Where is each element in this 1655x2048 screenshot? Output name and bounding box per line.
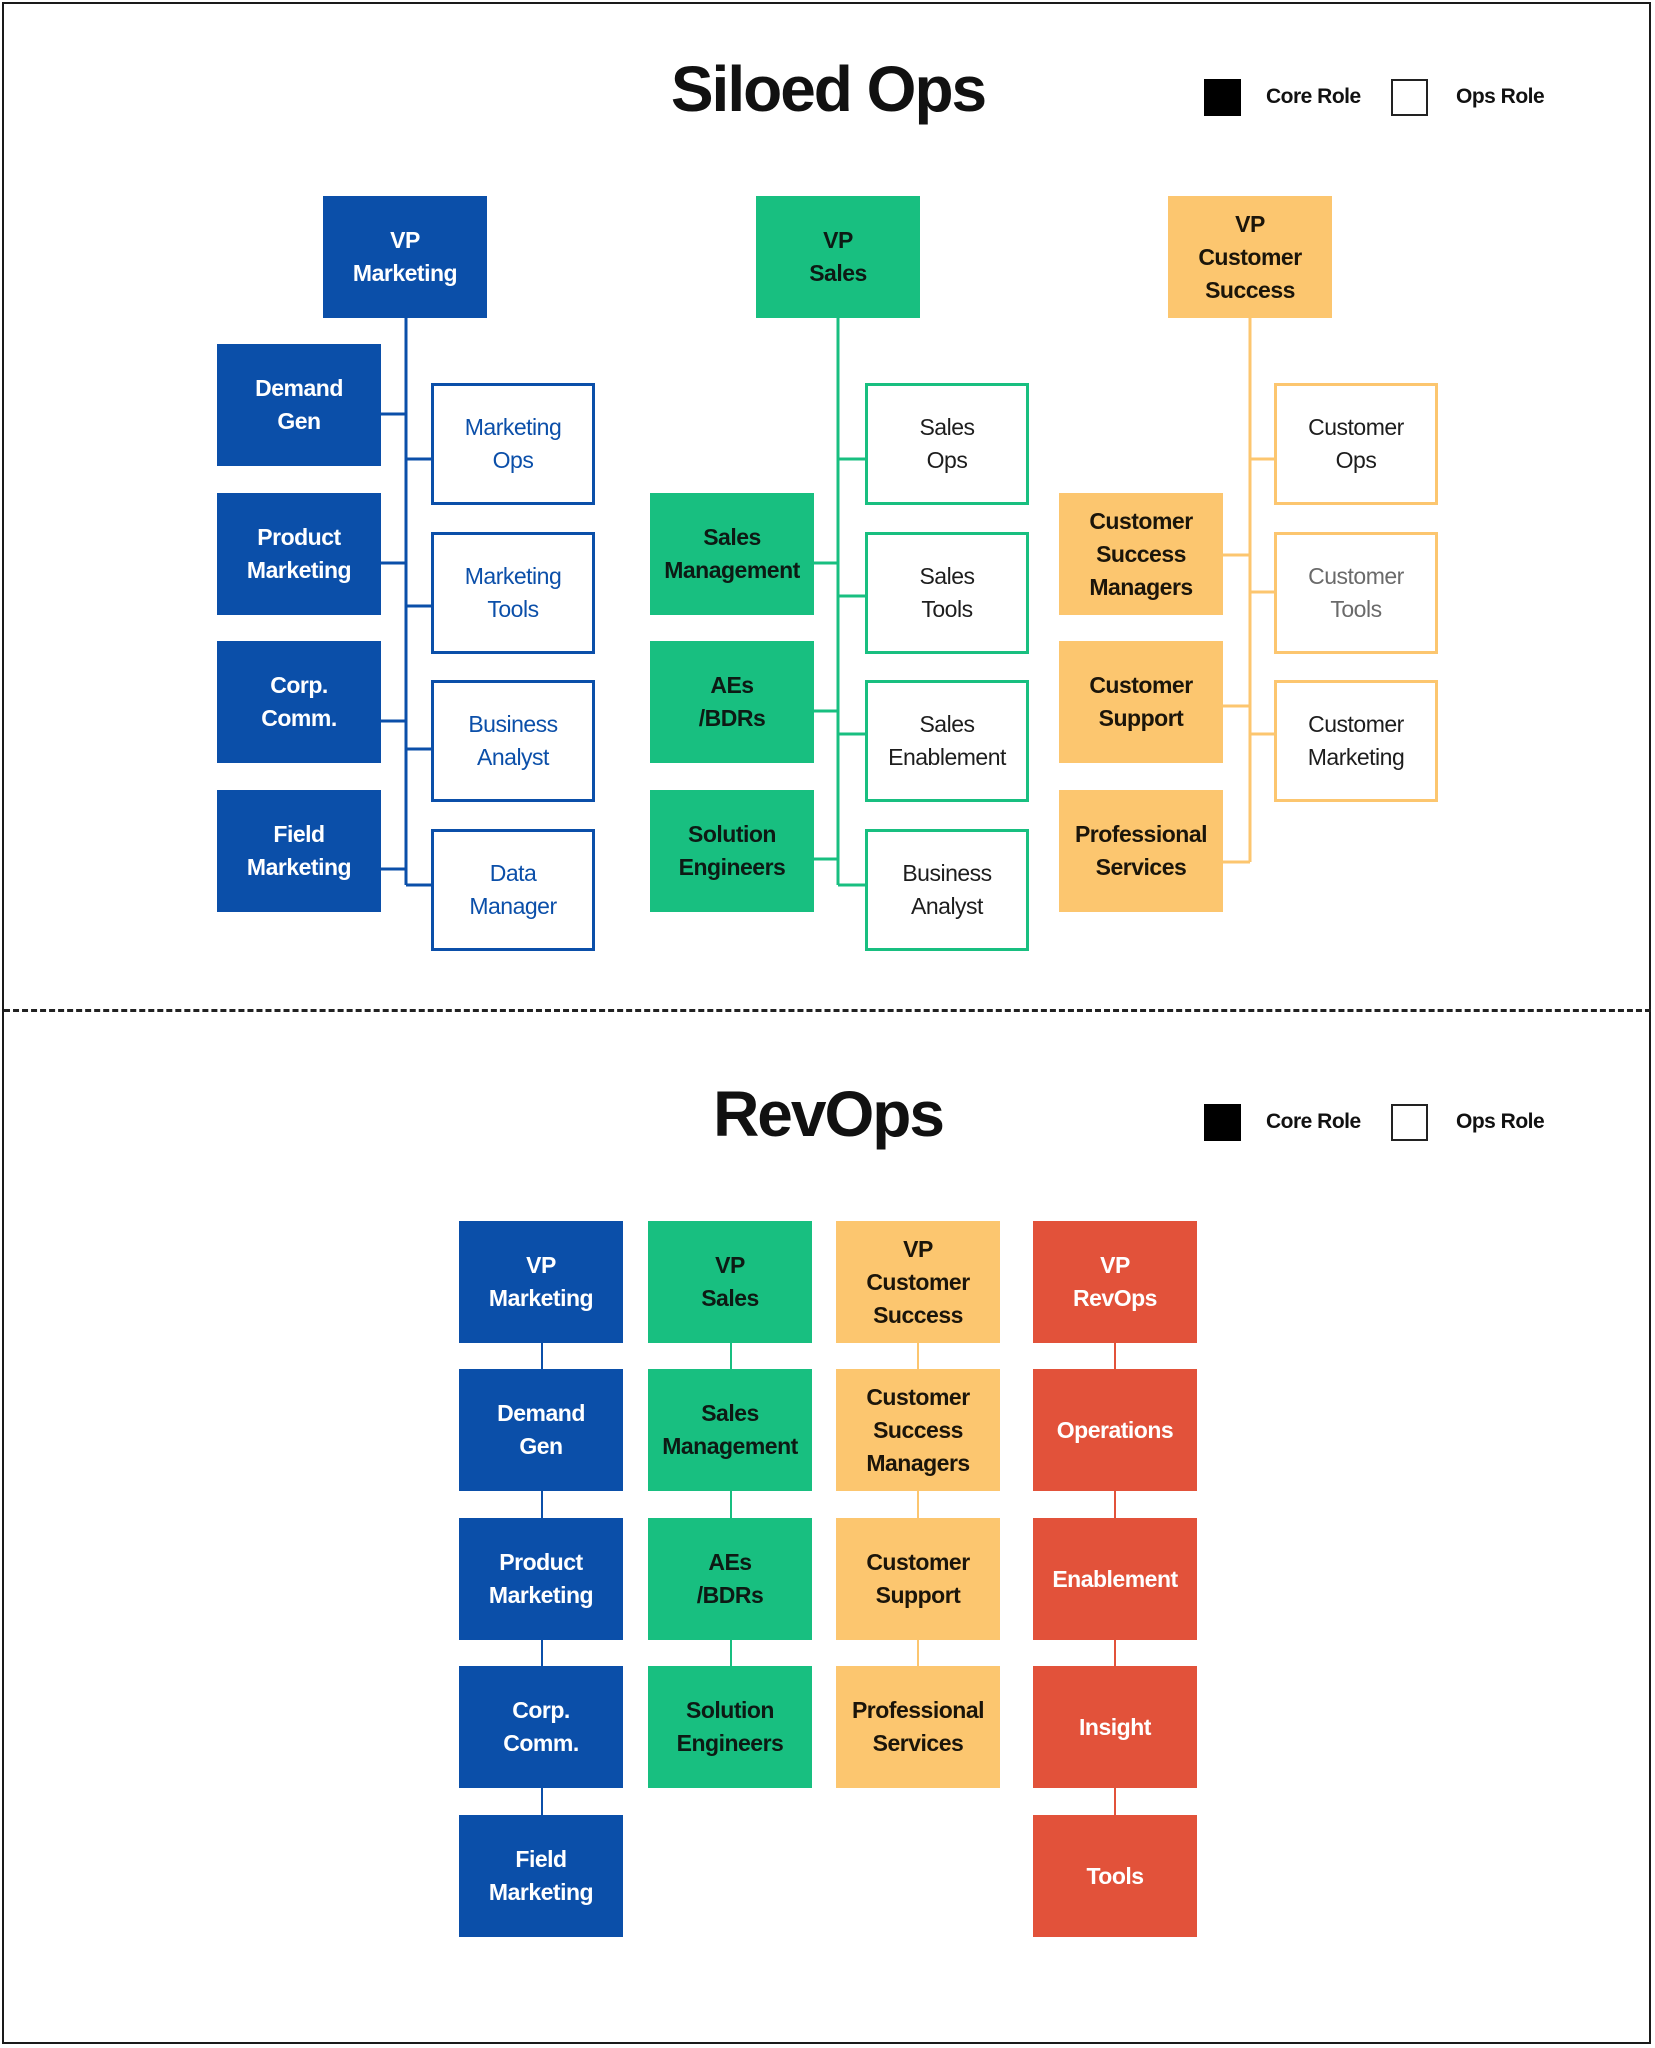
siloed-marketing-ops-role: Data Manager xyxy=(431,829,595,951)
siloed-vp-marketing: VP Marketing xyxy=(323,196,487,318)
siloed-sales-ops-role: Business Analyst xyxy=(865,829,1029,951)
siloed-cs-core-role: Professional Services xyxy=(1059,790,1223,912)
revops-vp-revops: VP RevOps xyxy=(1033,1221,1197,1343)
ops-role-label: Ops Role xyxy=(1456,1110,1545,1133)
siloed-cs-core-role: Customer Success Managers xyxy=(1059,493,1223,615)
revops-marketing-role: Corp. Comm. xyxy=(459,1666,623,1788)
revops-sales-role: Sales Management xyxy=(648,1369,812,1491)
revops-sales-role: AEs /BDRs xyxy=(648,1518,812,1640)
siloed-marketing-core-role: Corp. Comm. xyxy=(217,641,381,763)
revops-marketing-role: Field Marketing xyxy=(459,1815,623,1937)
revops-cs-role: Customer Support xyxy=(836,1518,1000,1640)
siloed-cs-ops-role: Customer Ops xyxy=(1274,383,1438,505)
revops-vp-marketing: VP Marketing xyxy=(459,1221,623,1343)
siloed-cs-ops-role: Customer Marketing xyxy=(1274,680,1438,802)
revops-team-role: Operations xyxy=(1033,1369,1197,1491)
core-role-swatch xyxy=(1204,79,1241,116)
siloed-marketing-ops-role: Business Analyst xyxy=(431,680,595,802)
siloed-vp-sales: VP Sales xyxy=(756,196,920,318)
siloed-sales-ops-role: Sales Tools xyxy=(865,532,1029,654)
siloed-vp-customer-success: VP Customer Success xyxy=(1168,196,1332,318)
siloed-sales-core-role: Solution Engineers xyxy=(650,790,814,912)
siloed-marketing-core-role: Demand Gen xyxy=(217,344,381,466)
siloed-marketing-ops-role: Marketing Ops xyxy=(431,383,595,505)
siloed-sales-core-role: Sales Management xyxy=(650,493,814,615)
revops-team-role: Enablement xyxy=(1033,1518,1197,1640)
siloed-marketing-core-role: Field Marketing xyxy=(217,790,381,912)
revops-vp-sales: VP Sales xyxy=(648,1221,812,1343)
siloed-marketing-core-role: Product Marketing xyxy=(217,493,381,615)
revops-cs-role: Customer Success Managers xyxy=(836,1369,1000,1491)
ops-role-swatch xyxy=(1391,1104,1428,1141)
ops-role-label: Ops Role xyxy=(1456,85,1545,108)
siloed-marketing-ops-role: Marketing Tools xyxy=(431,532,595,654)
siloed-sales-core-role: AEs /BDRs xyxy=(650,641,814,763)
siloed-cs-core-role: Customer Support xyxy=(1059,641,1223,763)
ops-role-swatch xyxy=(1391,79,1428,116)
siloed-cs-ops-role: Customer Tools xyxy=(1274,532,1438,654)
revops-marketing-role: Product Marketing xyxy=(459,1518,623,1640)
siloed-ops-title: Siloed Ops xyxy=(670,53,987,125)
core-role-label: Core Role xyxy=(1266,1110,1361,1133)
revops-cs-role: Professional Services xyxy=(836,1666,1000,1788)
siloed-sales-ops-role: Sales Ops xyxy=(865,383,1029,505)
siloed-sales-ops-role: Sales Enablement xyxy=(865,680,1029,802)
revops-team-role: Tools xyxy=(1033,1815,1197,1937)
siloed-cs-connectors xyxy=(1223,318,1274,864)
revops-team-role: Insight xyxy=(1033,1666,1197,1788)
revops-marketing-role: Demand Gen xyxy=(459,1369,623,1491)
section-divider xyxy=(4,1009,1651,1012)
revops-vp-customer-success: VP Customer Success xyxy=(836,1221,1000,1343)
siloed-marketing-connectors xyxy=(381,318,431,887)
core-role-label: Core Role xyxy=(1266,85,1361,108)
siloed-sales-connectors xyxy=(813,318,865,887)
revops-column-connectors xyxy=(541,1343,1116,1815)
revops-sales-role: Solution Engineers xyxy=(648,1666,812,1788)
revops-title: RevOps xyxy=(713,1078,945,1150)
core-role-swatch xyxy=(1204,1104,1241,1141)
